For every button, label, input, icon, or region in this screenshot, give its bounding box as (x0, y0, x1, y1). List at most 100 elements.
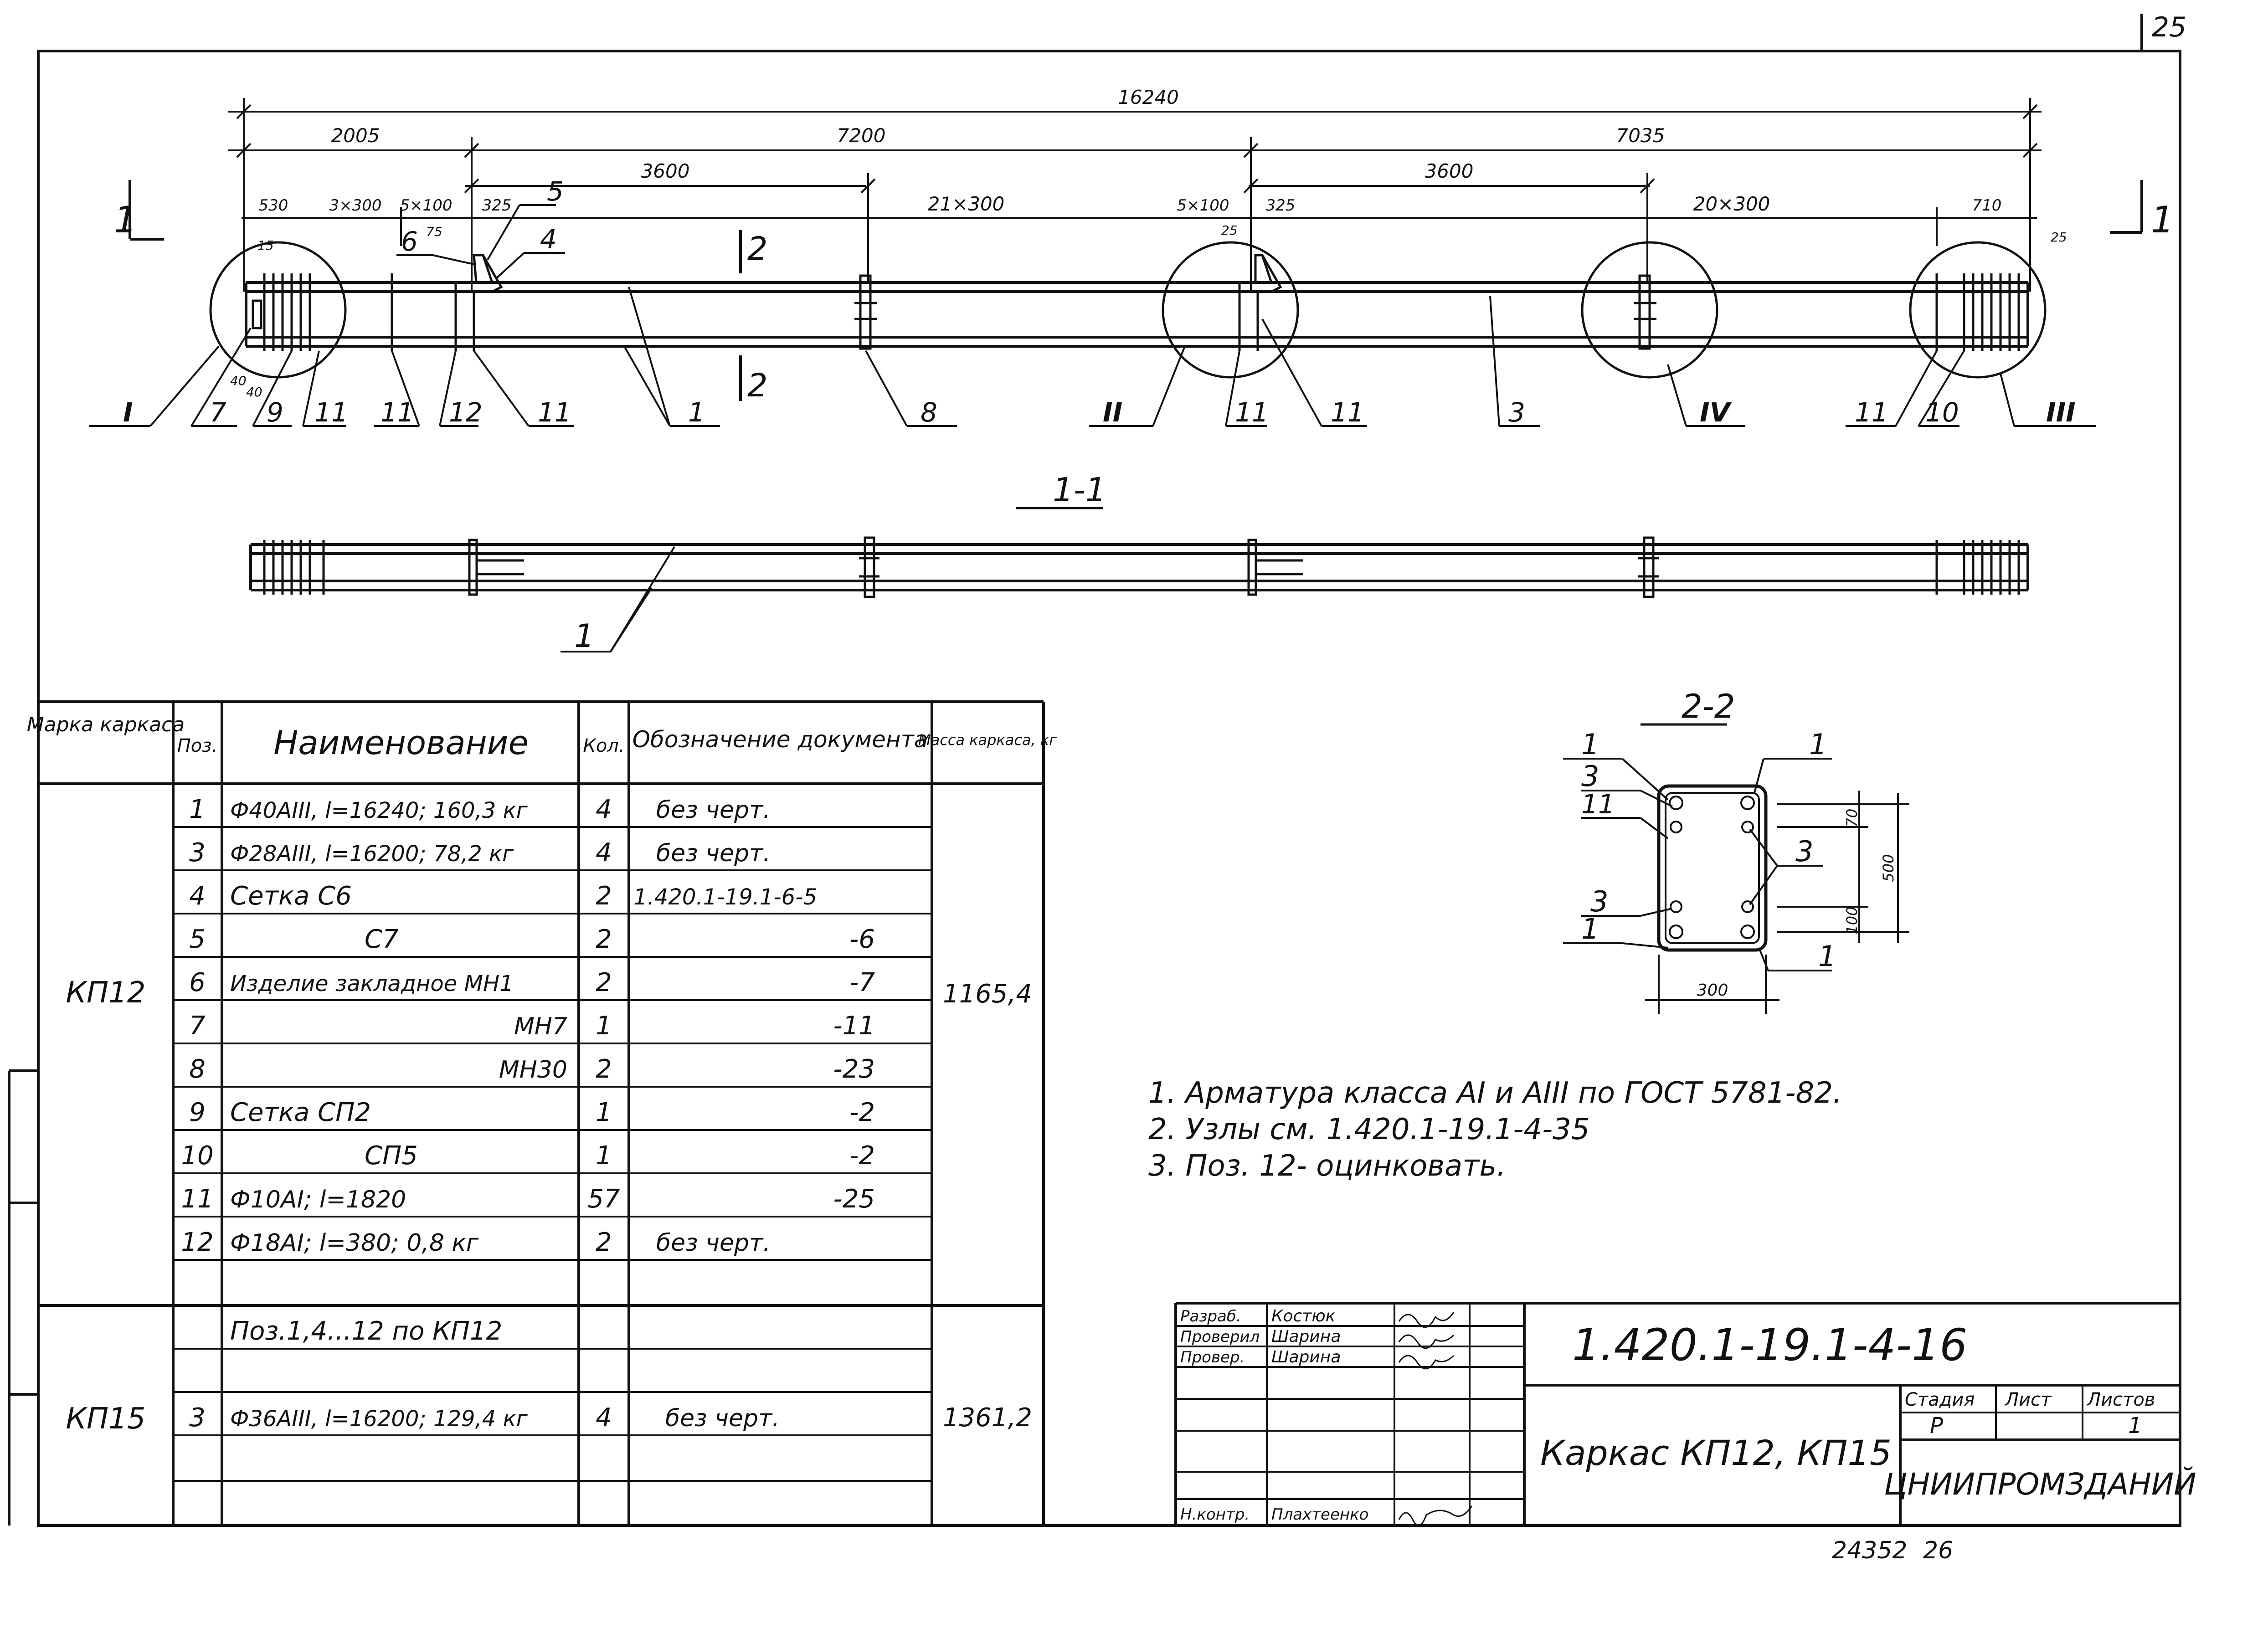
cell-qty: 2 (596, 1228, 612, 1257)
cell-name: Ф28AIII, l=16200; 78,2 кг (230, 841, 514, 867)
cell-qty: 2 (596, 1054, 612, 1084)
bottom-callout-leaders (89, 287, 2096, 427)
cell-name: Ф40AIII, l=16240; 160,3 кг (230, 798, 528, 823)
note-3: 3. Поз. 12- оцинковать. (1148, 1149, 1506, 1183)
cell-qty: 57 (587, 1184, 620, 1214)
cell-doc: без черт. (656, 840, 771, 867)
cell-pos: 11 (181, 1184, 213, 1214)
table-row: 11 Ф10AI; l=1820 57 -25 (181, 1184, 875, 1214)
section-mark-1-left: 1 (114, 199, 137, 241)
dim-75: 75 (426, 224, 442, 239)
name-verifier: Шарина (1271, 1348, 1341, 1366)
cell-doc: без черт. (665, 1405, 780, 1432)
s22-dim-500: 500 (1880, 854, 1897, 882)
dim-325-right: 325 (1266, 196, 1296, 215)
cell-doc: -25 (833, 1184, 875, 1214)
specification-table: Марка каркаса Поз. Наименование Кол. Обо… (27, 700, 1057, 1526)
s22-dim-100: 100 (1843, 906, 1861, 934)
dim-530: 530 (259, 196, 288, 215)
callout-node-I: I (123, 397, 133, 428)
note-1: 1. Арматура класса AI и AIII по ГОСТ 578… (1148, 1076, 1842, 1110)
cell-doc: 1.420.1-19.1-6-5 (633, 884, 817, 910)
callout-3: 3 (1508, 397, 1525, 428)
callout-11-e: 11 (1331, 397, 1364, 428)
embedded-items (454, 254, 1656, 351)
callout-8: 8 (921, 397, 937, 428)
cell-name: СП5 (365, 1141, 418, 1171)
section-mark-2-top: 2 (747, 230, 768, 267)
s22-dim-70: 70 (1843, 809, 1861, 827)
cell-qty: 4 (596, 1403, 612, 1433)
dim-7035: 7035 (1616, 124, 1665, 147)
dim-3600-right: 3600 (1425, 160, 1474, 182)
cell-pos: 3 (189, 1403, 206, 1433)
role-norm-control: Н.контр. (1180, 1505, 1250, 1524)
table-row: Поз.1,4...12 по КП12 (230, 1316, 502, 1346)
cell-pos: 8 (189, 1054, 206, 1084)
cell-name: Изделие закладное МН1 (230, 971, 514, 997)
dim-20x300: 20×300 (1693, 193, 1770, 215)
callout-10: 10 (1925, 397, 1959, 428)
cell-doc: -2 (849, 1098, 875, 1127)
callout-11-f: 11 (1855, 397, 1888, 428)
cell-pos: 4 (189, 881, 206, 911)
dimension-lines (228, 98, 2042, 292)
section-2-2-title: 2-2 (1682, 687, 1735, 725)
rows-kp15: Поз.1,4...12 по КП12 3 Ф36AIII, l=16200;… (189, 1316, 780, 1433)
s22-dim-300: 300 (1697, 981, 1728, 1000)
group-mass-kp15: 1361,2 (943, 1403, 1032, 1433)
table-row: 12 Ф18AI; l=380; 0,8 кг 2 без черт. (181, 1228, 770, 1257)
s22-right-callout-1b: 1 (1818, 940, 1836, 973)
cell-name: МН7 (514, 1013, 567, 1040)
cell-qty: 1 (596, 1098, 612, 1127)
role-developer: Разраб. (1180, 1307, 1241, 1325)
cell-name: С7 (365, 925, 399, 954)
header-pos: Поз. (177, 735, 218, 756)
callout-11-b: 11 (381, 397, 414, 428)
beam-bars (245, 281, 2029, 348)
label-sheets: Листов (2086, 1389, 2155, 1410)
cell-qty: 1 (596, 1011, 612, 1041)
note-2: 2. Узлы см. 1.420.1-19.1-4-35 (1148, 1113, 1590, 1146)
s22-left-callout-1b: 1 (1581, 912, 1599, 945)
signatures (1398, 1312, 1473, 1526)
section-1-1-title: 1-1 (1053, 471, 1106, 509)
cell-qty: 2 (596, 925, 612, 954)
archive-suffix: 26 (1923, 1537, 1953, 1564)
table-row: 3 Ф28AIII, l=16200; 78,2 кг 4 без черт. (189, 838, 771, 868)
name-developer: Костюк (1271, 1307, 1336, 1325)
cell-pos: 5 (189, 925, 206, 954)
callout-11-d: 11 (1235, 397, 1269, 428)
s22-left-callout-3a: 3 (1581, 760, 1599, 793)
table-row: 5 С7 2 -6 (189, 925, 875, 954)
dim-7200: 7200 (837, 124, 886, 147)
cell-doc: -23 (833, 1054, 875, 1084)
callout-5: 5 (547, 176, 564, 207)
cell-name: Поз.1,4...12 по КП12 (230, 1316, 502, 1346)
sheet-number: 25 (2152, 11, 2186, 43)
sheet-frame (8, 14, 2181, 1527)
table-row: 8 МН30 2 -23 (189, 1054, 875, 1084)
table-row: 6 Изделие закладное МН1 2 -7 (189, 968, 875, 997)
section-1-1-callout: 1 (574, 617, 595, 655)
drawing-title: Каркас КП12, КП15 (1540, 1433, 1892, 1473)
callout-7: 7 (210, 397, 226, 428)
callout-4: 4 (540, 224, 557, 255)
header-doc: Обозначение документа (633, 726, 928, 753)
s22-right-callout-3: 3 (1795, 835, 1813, 868)
dim-325-left: 325 (482, 196, 512, 215)
cell-name: МН30 (499, 1056, 567, 1084)
dim-5x100-left: 5×100 (400, 196, 452, 215)
callout-12: 12 (449, 397, 483, 428)
group-mark-kp15: КП15 (66, 1402, 146, 1436)
cell-pos: 12 (181, 1228, 213, 1257)
cell-name: Ф18AI; l=380; 0,8 кг (230, 1229, 479, 1257)
archive-number: 24352 (1832, 1537, 1907, 1564)
cell-name: Сетка С6 (230, 881, 352, 911)
section-markers (129, 180, 2143, 401)
organization-name: ЦНИИПРОМЗДАНИЙ (1884, 1466, 2196, 1502)
cell-pos: 7 (189, 1011, 206, 1041)
cell-doc: без черт. (656, 1229, 771, 1257)
callout-6: 6 (401, 226, 418, 257)
group-mass-kp12: 1165,4 (943, 979, 1032, 1009)
